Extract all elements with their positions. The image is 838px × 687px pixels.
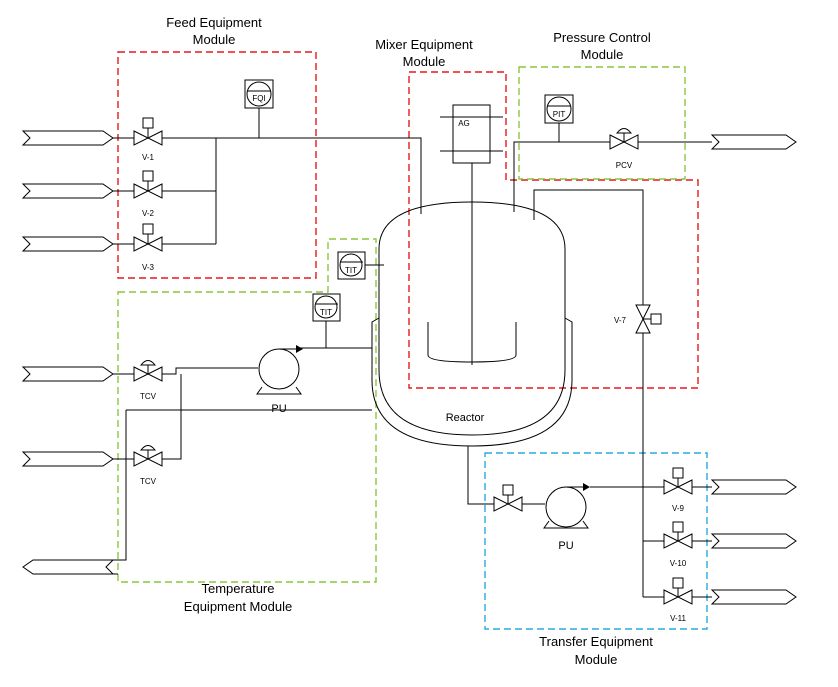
feed-inlet-arrows [21, 130, 114, 252]
tit-top-tag: TIT [345, 266, 357, 275]
transfer-pump-label: PU [558, 540, 573, 552]
valve-v2-tag: V-2 [142, 209, 155, 218]
valve-v9[interactable] [663, 467, 693, 495]
valve-transfer-inlet[interactable] [493, 484, 523, 512]
pressure-module-boundary [518, 66, 686, 180]
temperature-outlet-arrow [22, 559, 115, 575]
pit-instrument [544, 94, 574, 142]
transfer-pump [543, 483, 590, 529]
temperature-pump-label: PU [271, 403, 286, 415]
temperature-module-title-2: Equipment Module [184, 599, 292, 614]
feed-module-title-1: Feed Equipment [166, 15, 262, 30]
reactor-label: Reactor [446, 412, 485, 424]
valve-v7[interactable] [635, 304, 662, 334]
reactor-vessel [371, 163, 573, 447]
temperature-inlet-arrows [21, 366, 114, 467]
valve-v11[interactable] [663, 577, 693, 605]
valve-tcv-1[interactable] [133, 360, 163, 382]
temperature-module-title-1: Temperature [202, 581, 275, 596]
agitator-motor [440, 104, 503, 164]
mixer-module-title-2: Module [403, 54, 446, 69]
valve-tcv-2[interactable] [133, 445, 163, 467]
pressure-outlet-arrow [710, 134, 797, 150]
mixer-module-boundary [408, 71, 699, 389]
transfer-outlet-arrows [710, 479, 797, 605]
tit-instrument-left [312, 293, 341, 348]
valve-v10-tag: V-10 [670, 559, 687, 568]
valve-tcv-1-tag: TCV [140, 392, 157, 401]
temperature-module-boundary [117, 238, 377, 583]
tit-instrument-top [337, 251, 384, 280]
tit-left-tag: TIT [320, 308, 332, 317]
valve-v10[interactable] [663, 521, 693, 549]
valve-v1-tag: V-1 [142, 153, 155, 162]
valve-pcv-tag: PCV [616, 161, 633, 170]
pit-tag: PIT [553, 110, 566, 119]
fqi-instrument [244, 79, 274, 138]
fqi-tag: FQI [252, 94, 265, 103]
valve-v3[interactable] [133, 223, 163, 252]
mixer-module-title-1: Mixer Equipment [375, 37, 473, 52]
feed-module-title-2: Module [193, 32, 236, 47]
pressure-module-title-1: Pressure Control [553, 30, 651, 45]
feed-module-boundary [117, 51, 317, 279]
valve-v9-tag: V-9 [672, 504, 685, 513]
valve-v11-tag: V-11 [670, 614, 686, 623]
valve-v1[interactable] [133, 117, 163, 146]
transfer-module-boundary [484, 452, 708, 630]
valve-v2[interactable] [133, 170, 163, 199]
valve-pcv[interactable] [609, 128, 639, 150]
pressure-module-title-2: Module [581, 47, 624, 62]
valve-tcv-2-tag: TCV [140, 477, 157, 486]
transfer-module-title-2: Module [575, 652, 618, 667]
agitator-tag: AG [458, 119, 470, 128]
temperature-pump [256, 345, 303, 395]
valve-v3-tag: V-3 [142, 263, 155, 272]
valve-v7-tag: V-7 [614, 316, 627, 325]
transfer-module-title-1: Transfer Equipment [539, 634, 653, 649]
